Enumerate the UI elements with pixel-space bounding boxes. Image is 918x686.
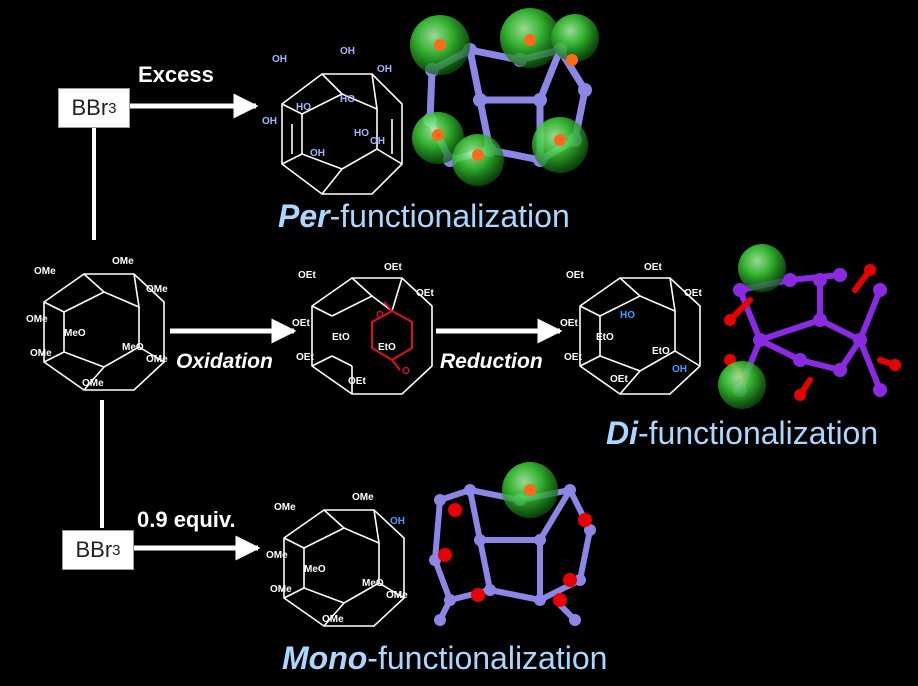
quinone-ring xyxy=(371,301,413,371)
per-oh-1: OH xyxy=(272,54,287,65)
per-oh-5: OH xyxy=(310,148,325,159)
per-hydroxy-structure: OH OH OH OH HO HO HO OH OH xyxy=(262,46,403,195)
per-prefix: Per xyxy=(278,198,330,234)
sm-ome-6: OMe xyxy=(146,354,168,365)
d-oh: OH xyxy=(672,364,687,375)
d-oet-5: OEt xyxy=(564,352,582,363)
per-rest: -functionalization xyxy=(329,198,570,234)
sm-ome-5: OMe xyxy=(30,348,52,359)
reduction-label: Reduction xyxy=(440,350,543,373)
m-ome-6: OMe xyxy=(322,614,344,625)
sm-ome-4: OMe xyxy=(26,314,48,325)
bbr3-bottom-subscript: 3 xyxy=(112,541,121,559)
di-rest: -functionalization xyxy=(638,415,879,451)
m-ome-3: OMe xyxy=(266,550,288,561)
di-prefix: Di xyxy=(606,415,638,451)
oxidation-label: Oxidation xyxy=(176,350,273,373)
excess-label: Excess xyxy=(138,62,214,87)
starting-material-structure: OMe OMe OMe OMe MeO OMe MeO OMe OMe xyxy=(26,256,168,391)
m-ome-2: OMe xyxy=(352,492,374,503)
di-hydroxy-structure: OEt OEt OEt OEt EtO HO OEt EtO OEt OH xyxy=(560,262,702,395)
q-oet-1: OEt xyxy=(298,270,316,281)
mono-prefix: Mono xyxy=(282,640,368,676)
q-oet-2: OEt xyxy=(384,262,402,273)
d-oet-2: OEt xyxy=(644,262,662,273)
d-oet-3: OEt xyxy=(684,288,702,299)
d-oet-1: OEt xyxy=(566,270,584,281)
di-3d-model xyxy=(718,244,901,409)
mono-hydroxy-structure: OMe OMe OH OMe MeO OMe MeO OMe OMe xyxy=(266,492,408,627)
q-eto-2: EtO xyxy=(378,342,396,353)
q-o-2: O xyxy=(402,366,410,377)
sm-ome-1: OMe xyxy=(34,266,56,277)
sm-meo-1: MeO xyxy=(64,328,86,339)
d-eto-2: EtO xyxy=(652,346,670,357)
per-functionalization-title: Per-functionalization xyxy=(278,198,570,235)
d-ho: HO xyxy=(620,310,635,321)
m-ome-4: OMe xyxy=(270,584,292,595)
mono-functionalization-title: Mono-functionalization xyxy=(282,640,607,677)
m-ome-5: OMe xyxy=(386,590,408,601)
sm-ome-2: OMe xyxy=(112,256,134,267)
m-oh: OH xyxy=(390,516,405,527)
sm-ome-3: OMe xyxy=(146,284,168,295)
bbr3-bottom-label: BBr xyxy=(75,537,113,562)
d-oet-6: OEt xyxy=(610,374,628,385)
equiv-label: 0.9 equiv. xyxy=(137,507,236,532)
sm-ome-7: OMe xyxy=(82,378,104,389)
q-oet-3: OEt xyxy=(416,288,434,299)
di-functionalization-title: Di-functionalization xyxy=(606,415,878,452)
q-oet-6: OEt xyxy=(348,376,366,387)
d-eto-1: EtO xyxy=(596,332,614,343)
q-oet-4: OEt xyxy=(292,318,310,329)
per-oh-2: OH xyxy=(340,46,355,57)
q-eto-1: EtO xyxy=(332,332,350,343)
per-oh-3: OH xyxy=(377,64,392,75)
bbr3-top-label: BBr xyxy=(71,95,109,120)
per-3d-model xyxy=(410,8,599,186)
per-ho-1: HO xyxy=(296,102,311,113)
mono-rest: -functionalization xyxy=(367,640,608,676)
m-meo-2: MeO xyxy=(362,578,384,589)
per-oh-6: OH xyxy=(370,136,385,147)
m-ome-1: OMe xyxy=(274,502,296,513)
q-oet-5: OEt xyxy=(296,352,314,363)
quinone-intermediate-structure: OEt OEt OEt OEt EtO OEt EtO OEt O O xyxy=(292,262,434,395)
sm-meo-2: MeO xyxy=(122,342,144,353)
d-oet-4: OEt xyxy=(560,318,578,329)
per-ho-2: HO xyxy=(340,94,355,105)
q-o-1: O xyxy=(376,310,384,321)
per-oh-4: OH xyxy=(262,116,277,127)
bbr3-top-subscript: 3 xyxy=(108,99,117,117)
m-meo-1: MeO xyxy=(304,564,326,575)
mono-3d-model xyxy=(429,462,596,626)
per-ho-3: HO xyxy=(354,128,369,139)
